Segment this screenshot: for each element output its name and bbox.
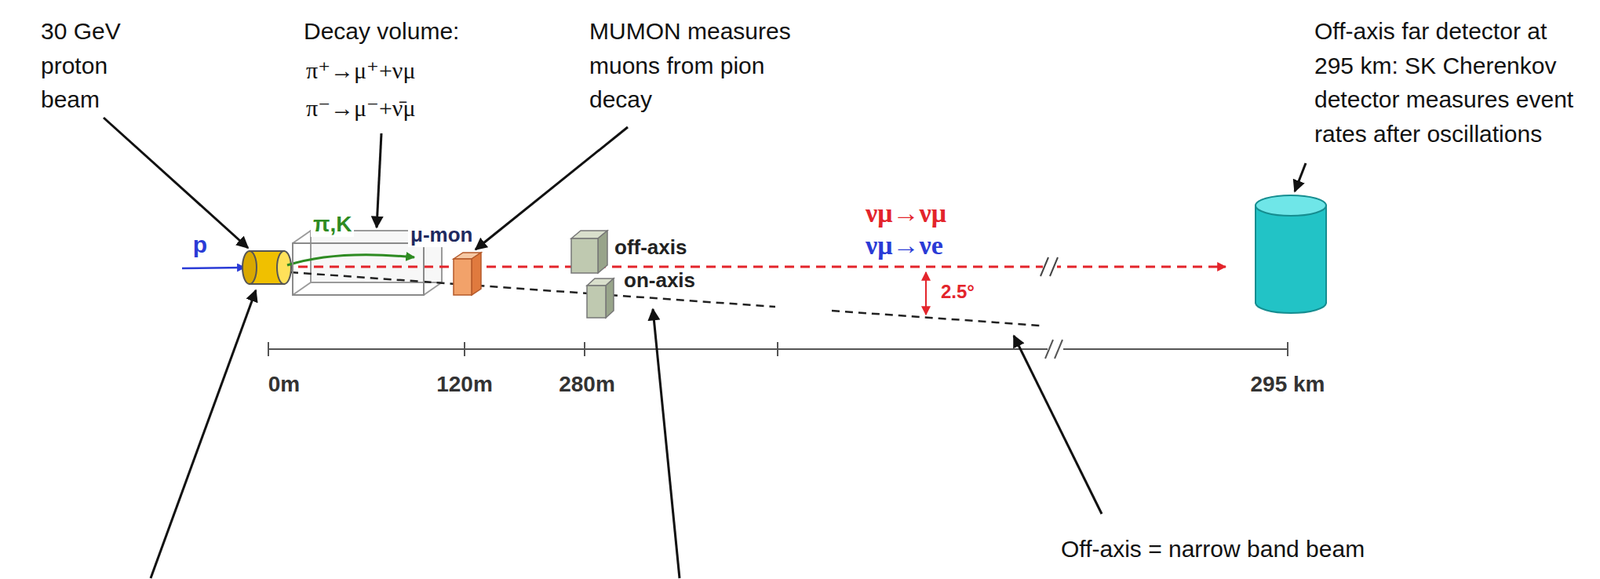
proton-beam-line — [182, 267, 245, 269]
decay-volume-note: Decay volume: — [303, 14, 460, 49]
decay-formula: π⁻→μ⁻+ν̄μ — [306, 91, 416, 126]
beam-note: 30 GeV proton beam — [40, 14, 147, 117]
distance-axis — [268, 339, 1288, 359]
far-detector-note: Off-axis far detector at 295 km: SK Cher… — [1314, 14, 1579, 151]
muon-monitor — [453, 252, 482, 296]
leader-arrow — [103, 117, 1306, 579]
oscillation-label: νμ→νe — [863, 229, 946, 261]
far-detector-cylinder — [1255, 195, 1327, 314]
distance-label: 120m — [436, 368, 493, 401]
break-mark — [1040, 257, 1058, 277]
part-label: μ-mon — [408, 223, 475, 248]
off-axis-beam-line — [298, 266, 1226, 269]
near-detector-off-axis — [571, 230, 608, 274]
mumon-note: MUMON measures muons from pion decay — [589, 14, 802, 117]
particle-label: p — [190, 231, 210, 259]
angle-arrow — [925, 272, 927, 315]
near-detector-on-axis — [586, 278, 614, 318]
distance-label: 295 km — [1250, 368, 1326, 401]
target-cylinder — [242, 251, 292, 285]
decay-volume-front — [292, 243, 424, 296]
distance-label: 0m — [268, 368, 300, 401]
particle-label: π,K — [310, 211, 354, 237]
angle-label: 2.5° — [938, 280, 977, 303]
part-label: on-axis — [621, 269, 698, 293]
pion-kaon-arrow — [287, 255, 415, 266]
beam-note: Off-axis = narrow band beam — [1060, 532, 1365, 567]
distance-label: 280m — [558, 368, 616, 401]
oscillation-label: νμ→νμ — [863, 197, 949, 229]
part-label: off-axis — [612, 236, 689, 260]
decay-formula: π⁺→μ⁺+νμ — [306, 53, 416, 88]
